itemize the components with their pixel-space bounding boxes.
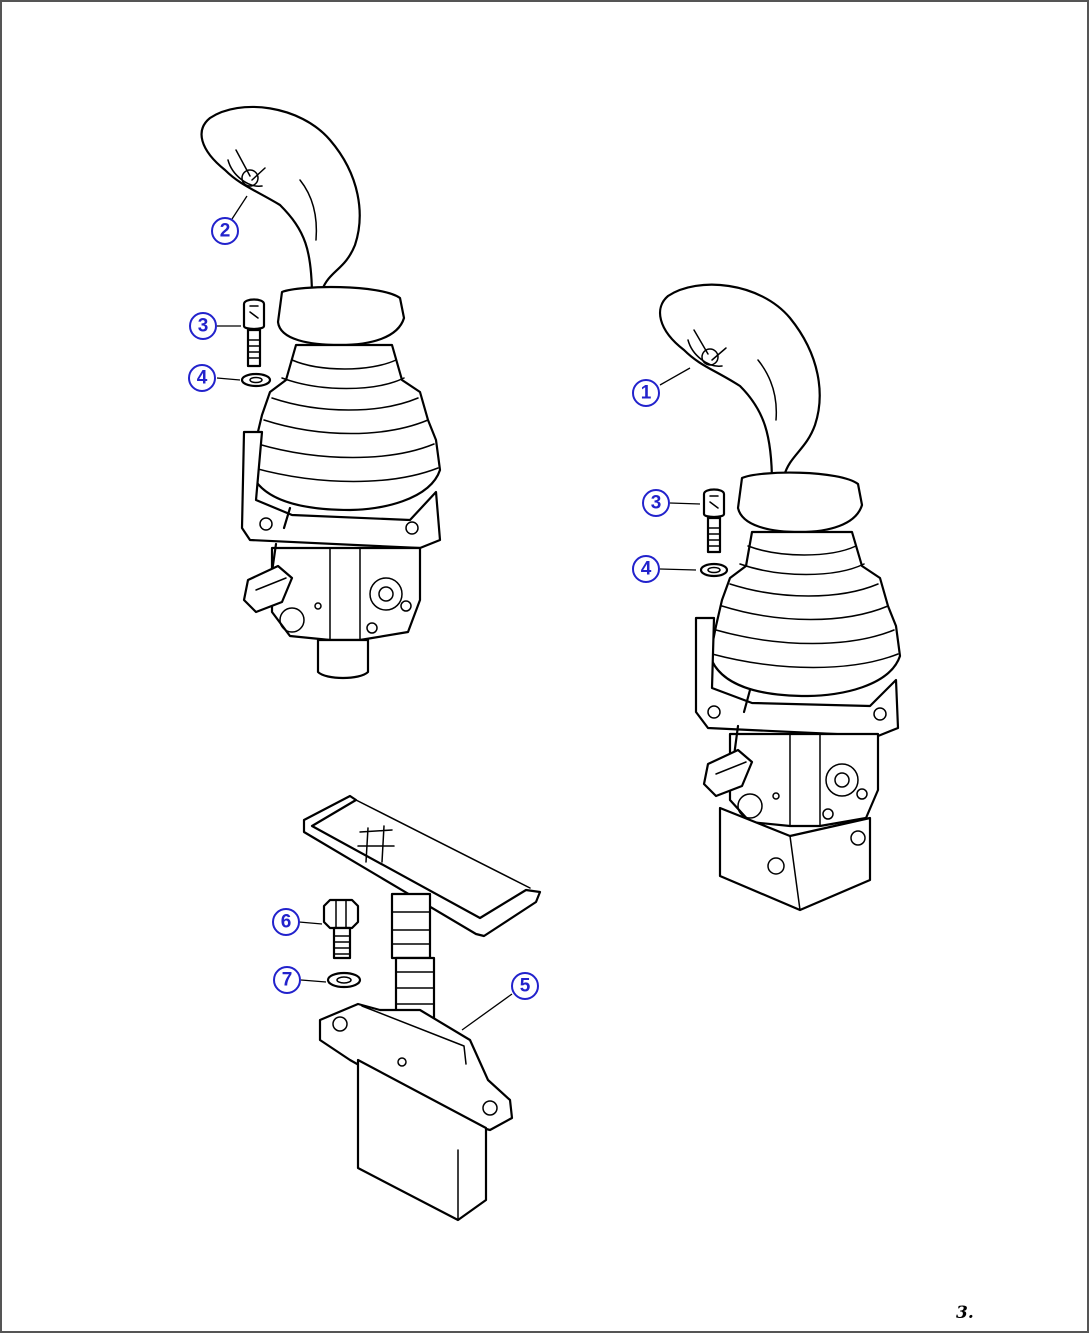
bolt-left	[242, 298, 266, 368]
washer-left	[240, 372, 272, 388]
svg-text:3: 3	[651, 493, 662, 514]
pedal-valve	[302, 794, 542, 1222]
leader-6	[298, 921, 323, 925]
left-joystick-valve	[200, 105, 442, 680]
leader-5	[461, 993, 513, 1031]
svg-text:1: 1	[641, 383, 652, 404]
washer-right	[699, 562, 729, 578]
callout-3-right: 3	[642, 489, 670, 517]
svg-text:4: 4	[641, 559, 652, 580]
callout-7: 7	[273, 966, 301, 994]
bolt-right	[702, 488, 726, 554]
right-joystick-valve	[659, 283, 902, 912]
svg-text:3: 3	[198, 316, 209, 337]
washer-pedal	[326, 971, 362, 989]
callout-4-left: 4	[188, 364, 216, 392]
bolt-pedal	[322, 898, 360, 960]
callout-4-right: 4	[632, 555, 660, 583]
svg-text:4: 4	[197, 368, 208, 389]
leader-2	[231, 195, 248, 220]
callout-1: 1	[632, 379, 660, 407]
callout-2: 2	[211, 217, 239, 245]
svg-text:7: 7	[282, 970, 293, 991]
leader-4b	[659, 568, 697, 571]
leader-7	[300, 979, 327, 983]
svg-text:2: 2	[220, 221, 231, 242]
callout-5: 5	[511, 972, 539, 1000]
leader-4a	[216, 377, 241, 381]
sheet-reference: 3.	[956, 1303, 974, 1323]
svg-text:5: 5	[520, 976, 531, 997]
callout-6: 6	[272, 908, 300, 936]
callout-3-left: 3	[189, 312, 217, 340]
svg-text:6: 6	[281, 912, 292, 933]
leader-3b	[669, 502, 701, 505]
leader-1	[659, 367, 691, 386]
